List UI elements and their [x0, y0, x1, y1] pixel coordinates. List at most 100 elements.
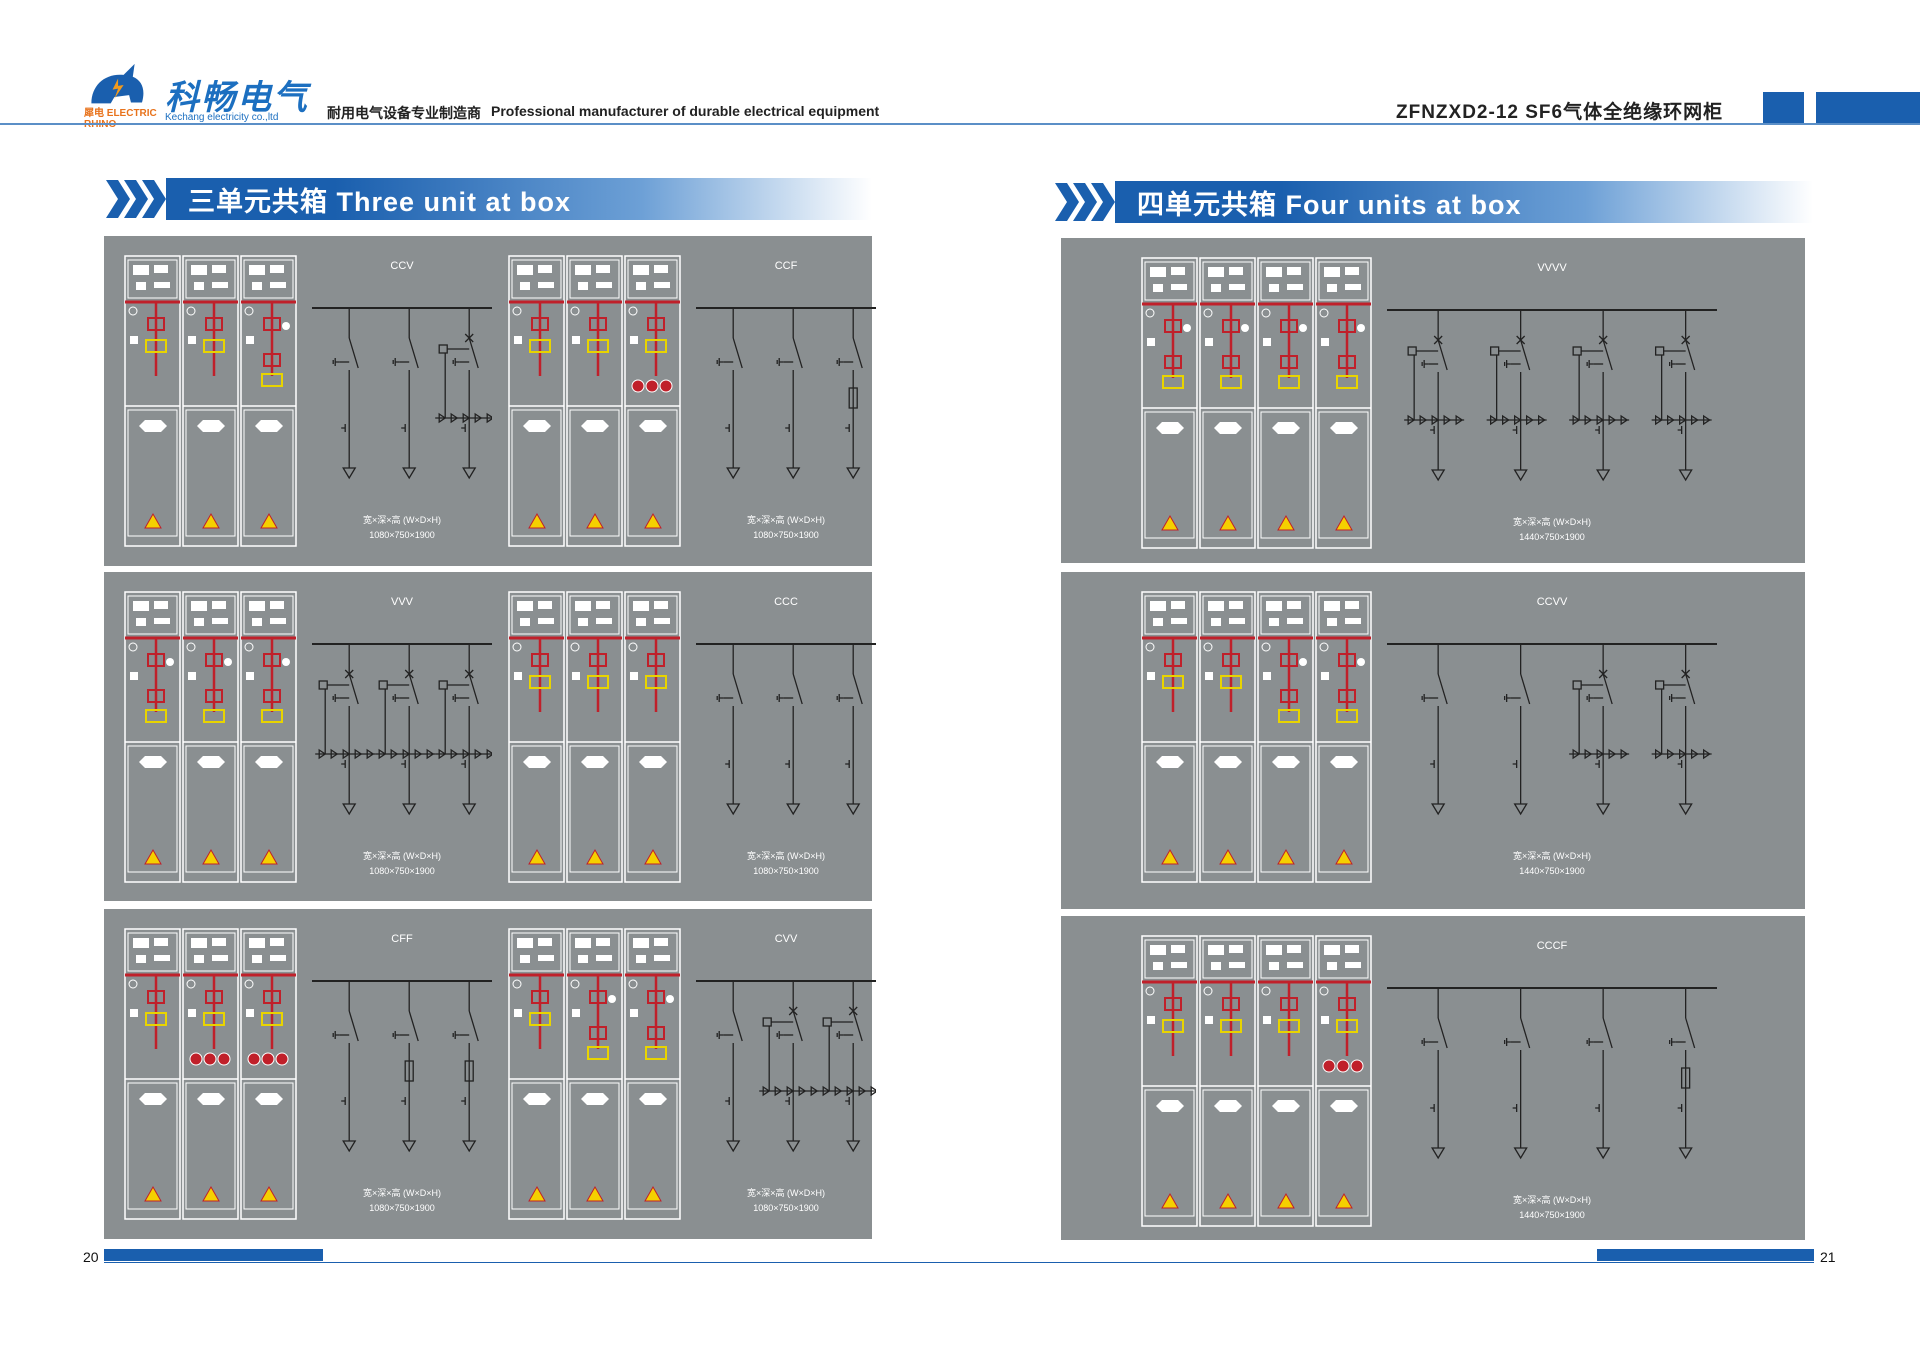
warning-triangle-icon: [144, 512, 162, 529]
cabinet-unit: [240, 928, 297, 1220]
warning-triangle-icon: [528, 512, 546, 529]
single-line-diagram: [1387, 309, 1717, 482]
cabinet-unit: [566, 591, 623, 883]
single-line-diagram: [1387, 987, 1717, 1160]
scheme-panel: CCVV 宽×深×高 (W×D×H) 1440×750×1900: [1061, 572, 1805, 909]
dimension-value: 1440×750×1900: [1519, 532, 1585, 542]
cabinet-container: [122, 590, 300, 889]
tagline-cn: 耐用电气设备专业制造商: [327, 105, 481, 121]
scheme-ccvv: CCVV 宽×深×高 (W×D×H) 1440×750×1900: [1061, 572, 1805, 909]
footer-bar-left: [104, 1249, 323, 1261]
dimension-label: 宽×深×高 (W×D×H): [362, 851, 441, 861]
cabinet-unit: [624, 591, 681, 883]
warning-triangle-icon: [586, 848, 604, 865]
feeder-C: [1586, 988, 1613, 1160]
warning-triangle-icon: [1161, 1192, 1179, 1209]
feeder-C: [392, 308, 419, 480]
warning-triangle-icon: [144, 1185, 162, 1202]
dimension-label: 宽×深×高 (W×D×H): [362, 515, 441, 525]
section-title: 三单元共箱 Three unit at box: [188, 186, 572, 217]
warning-triangle-icon: [1161, 848, 1179, 865]
cabinet-unit: [124, 255, 181, 547]
cabinet-unit: [1257, 257, 1314, 549]
cabinet-unit: [240, 591, 297, 883]
feeder-V: [1651, 644, 1712, 816]
dimension-value: 1080×750×1900: [369, 866, 435, 876]
scheme-code-label: CCF: [774, 260, 798, 272]
chevron-icon: [104, 178, 166, 220]
cabinet-drawing: [508, 255, 681, 547]
logo-subbrand: 犀电 ELECTRIC RHINO: [84, 108, 157, 130]
cabinet-unit: [1315, 591, 1372, 883]
header-divider: [0, 123, 1920, 125]
section-header-four-unit: 四单元共箱 Four units at box: [1053, 181, 1813, 223]
diagram-container: [696, 624, 876, 829]
feeder-V: [1569, 644, 1630, 816]
cabinet-container: [122, 927, 300, 1226]
warning-triangle-icon: [1219, 1192, 1237, 1209]
cabinet-unit: [182, 928, 239, 1220]
scheme-code-label: CCV: [390, 260, 414, 272]
single-line-diagram: [696, 643, 876, 816]
feeder-V: [315, 644, 376, 816]
diagram-container: [696, 961, 880, 1166]
feeder-F: [836, 308, 863, 480]
cabinet-unit: [240, 255, 297, 547]
cabinet-drawing: [508, 928, 681, 1220]
feeder-C: [332, 981, 359, 1153]
section-header-three-unit: 三单元共箱 Three unit at box: [104, 178, 872, 220]
cabinet-unit: [124, 928, 181, 1220]
scheme-code-label: VVVV: [1537, 262, 1567, 274]
page-number-right: 21: [1820, 1249, 1836, 1265]
feeder-C: [1504, 644, 1531, 816]
cabinet-drawing: [508, 591, 681, 883]
cabinet-container: [1139, 590, 1375, 889]
dimension-label: 宽×深×高 (W×D×H): [746, 515, 825, 525]
dimension-value: 1080×750×1900: [753, 1203, 819, 1213]
cabinet-drawing: [124, 255, 297, 547]
feeder-C: [716, 308, 743, 480]
cabinet-unit: [1141, 935, 1198, 1227]
feeder-C: [1421, 988, 1448, 1160]
dimension-label: 宽×深×高 (W×D×H): [1512, 851, 1591, 861]
feeder-V: [819, 981, 880, 1153]
dimension-label: 宽×深×高 (W×D×H): [746, 1188, 825, 1198]
warning-triangle-icon: [260, 848, 278, 865]
cabinet-unit: [1141, 257, 1198, 549]
cabinet-drawing: [124, 591, 297, 883]
dimension-value: 1440×750×1900: [1519, 866, 1585, 876]
section-title: 四单元共箱 Four units at box: [1137, 189, 1522, 220]
footer-bar-right: [1597, 1249, 1814, 1261]
cabinet-unit: [1315, 257, 1372, 549]
feeder-C: [776, 644, 803, 816]
cabinet-container: [1139, 256, 1375, 555]
warning-triangle-icon: [202, 1185, 220, 1202]
cabinet-unit: [566, 928, 623, 1220]
cabinet-container: [122, 254, 300, 553]
dimension-value: 1080×750×1900: [753, 866, 819, 876]
cabinet-unit: [1141, 591, 1198, 883]
feeder-C: [836, 644, 863, 816]
warning-triangle-icon: [644, 848, 662, 865]
warning-triangle-icon: [144, 848, 162, 865]
feeder-C: [776, 308, 803, 480]
scheme-code-label: CCVV: [1536, 596, 1568, 608]
dimension-value: 1080×750×1900: [369, 1203, 435, 1213]
cabinet-unit: [1257, 935, 1314, 1227]
warning-triangle-icon: [1277, 514, 1295, 531]
logo-text-cn: 科畅电气: [165, 79, 309, 117]
header-accent-block: [1763, 92, 1804, 123]
single-line-diagram: [312, 307, 496, 480]
cabinet-unit: [1199, 935, 1256, 1227]
cabinet-container: [506, 927, 684, 1226]
single-line-diagram: [696, 980, 880, 1153]
diagram-container: [312, 288, 496, 493]
cabinet-unit: [1199, 257, 1256, 549]
cabinet-drawing: [1141, 935, 1372, 1227]
cabinet-unit: [624, 928, 681, 1220]
feeder-C: [716, 644, 743, 816]
